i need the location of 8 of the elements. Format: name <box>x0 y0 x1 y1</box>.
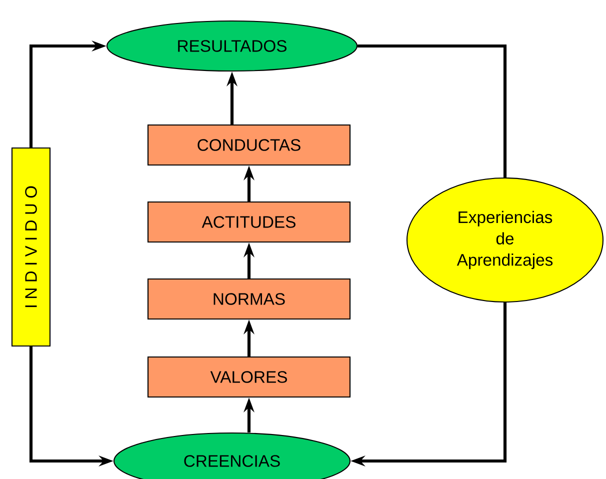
vertical-label-box: I N D I V I D U O <box>11 147 51 347</box>
oval: Experiencias de Aprendizajes <box>406 177 604 303</box>
process-box: NORMAS <box>147 278 351 320</box>
process-box: VALORES <box>147 356 351 398</box>
process-box: ACTITUDES <box>147 201 351 243</box>
oval: CREENCIAS <box>113 432 351 479</box>
oval: RESULTADOS <box>106 20 358 72</box>
process-box: CONDUCTAS <box>147 124 351 166</box>
